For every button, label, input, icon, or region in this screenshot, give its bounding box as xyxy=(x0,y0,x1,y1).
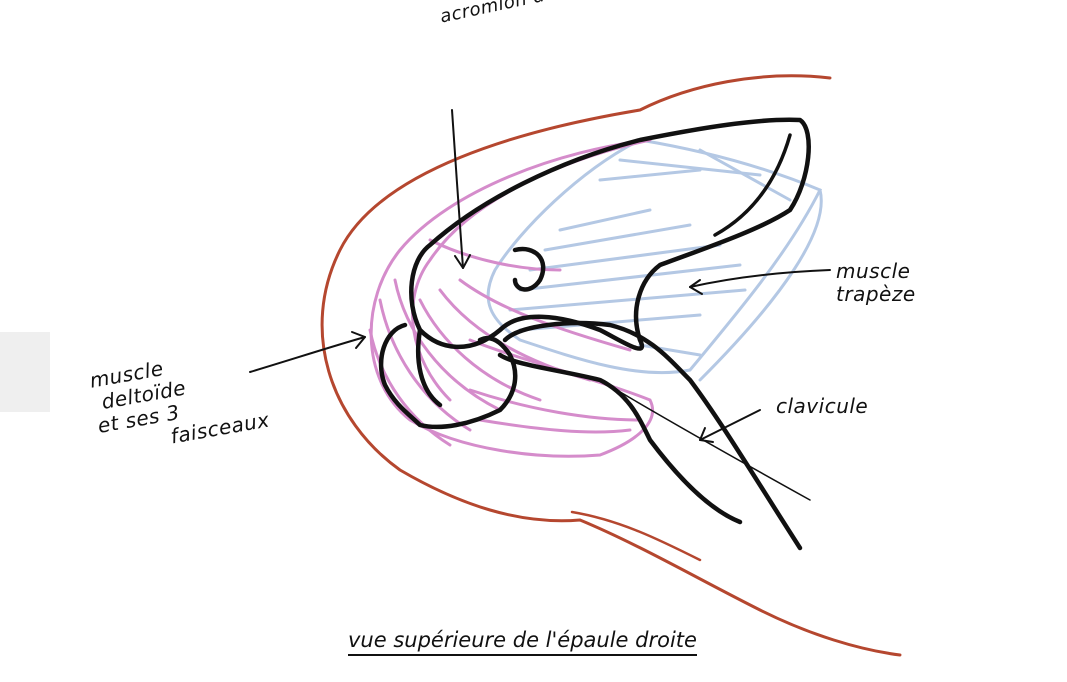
label-clavicule: clavicule xyxy=(776,394,869,418)
arrow-deltoide xyxy=(249,336,366,373)
skin-outline xyxy=(320,74,902,657)
skin-inner-line xyxy=(570,510,702,562)
humeral-head xyxy=(378,322,518,430)
arrow-clavicule xyxy=(699,409,761,441)
label-trapeze-line1: muscle xyxy=(836,259,911,283)
label-trapeze-line2: trapèze xyxy=(836,282,916,306)
trapezius-muscle xyxy=(486,138,823,382)
acromion-bone xyxy=(409,117,811,351)
label-trapeze: muscle trapèze xyxy=(836,260,916,306)
annotation-arrows xyxy=(249,109,831,443)
side-tab xyxy=(0,332,50,412)
arrow-trapeze xyxy=(689,269,831,288)
clavicle-thin-line xyxy=(599,379,811,501)
clavicle-bone xyxy=(502,320,803,551)
diagram-caption: vue supérieure de l'épaule droite xyxy=(348,628,697,656)
arrow-acromion xyxy=(451,109,464,269)
